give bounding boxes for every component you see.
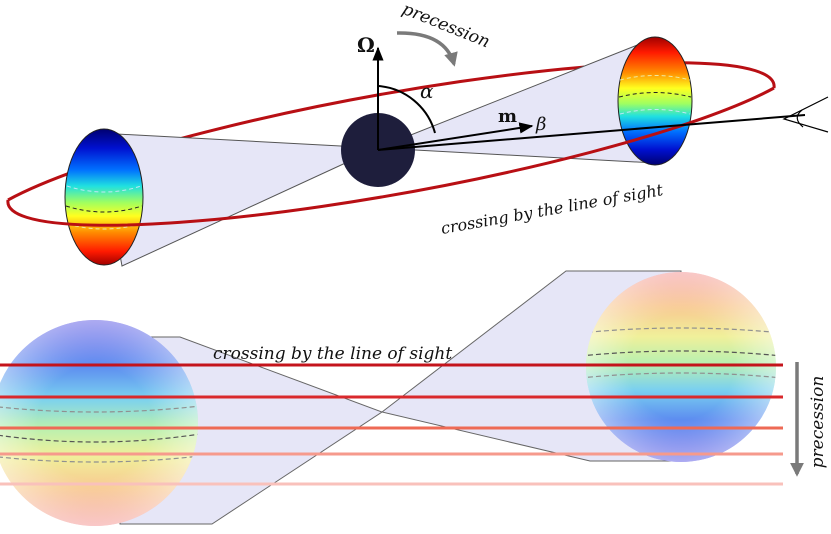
precession-label-top: precession (399, 0, 492, 52)
precession-arrow-top (396, 31, 458, 67)
bottom-right-sphere (586, 272, 776, 462)
alpha-label: α (420, 79, 434, 103)
bottom-left-sphere (0, 320, 198, 526)
top-panel: Ω α m β precession crossing by the line … (6, 0, 829, 267)
precession-orbit-front (6, 86, 775, 227)
beta-label: β (535, 114, 546, 135)
observer-eye-icon (782, 96, 829, 133)
magnetic-axis-vector (377, 122, 534, 151)
line-of-sight (377, 114, 806, 151)
bottom-panel: crossing by the line of sight precession (0, 270, 828, 526)
right-beam-cap (617, 36, 693, 166)
m-label: m (498, 106, 517, 127)
alpha-angle-arc (377, 85, 436, 134)
precession-label-side: precession (808, 376, 828, 469)
left-beam-cap (64, 128, 144, 266)
crossing-label-top: crossing by the line of sight (439, 180, 665, 238)
omega-label: Ω (357, 33, 375, 57)
crossing-label-bottom: crossing by the line of sight (213, 344, 452, 364)
